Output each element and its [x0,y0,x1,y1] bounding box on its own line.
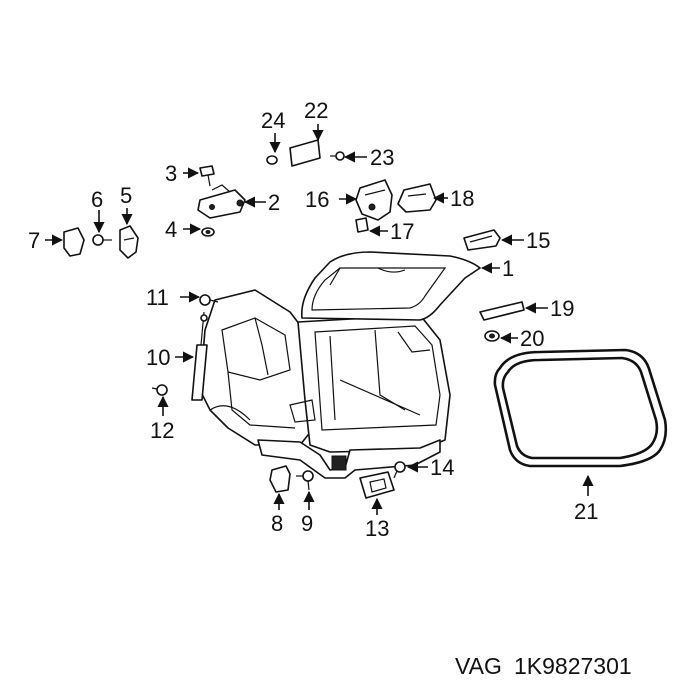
bolt-part-14 [393,461,406,479]
callout-labels: 1 2 3 4 5 6 7 8 9 10 11 12 13 14 15 16 1… [28,98,598,541]
leader-lines [45,124,594,515]
callout-18: 18 [450,186,474,211]
callout-22: 22 [304,98,328,123]
nut-part-20 [484,330,500,342]
callout-5: 5 [120,183,132,208]
bolt-part-6 [92,234,112,246]
footer-part-number: VAG 1K9827301 [455,653,632,679]
bolt-part-17 [355,217,369,233]
nut-part-4 [201,227,215,237]
nut-part-24 [266,155,278,165]
callout-21: 21 [574,499,598,524]
callout-3: 3 [165,161,177,186]
callout-11: 11 [146,285,169,310]
brand-label: VAG [455,653,502,679]
callout-23: 23 [370,145,394,170]
vehicle-rear-body [199,289,451,479]
bolt-part-23 [330,151,345,161]
part-number-label: 1K9827301 [514,653,632,679]
plate-part-22 [289,139,321,167]
bracket-part-5 [119,225,139,259]
gas-strut-part-10 [191,311,208,401]
callout-7: 7 [28,228,40,253]
callout-24: 24 [261,108,285,133]
striker-part-13 [359,471,395,499]
bolt-part-9 [296,470,314,491]
callout-8: 8 [271,511,283,536]
callout-1: 1 [502,256,514,281]
hinge-part-2 [197,184,246,219]
callout-4: 4 [165,217,177,242]
callout-16: 16 [305,187,329,212]
callout-12: 12 [150,418,174,443]
emblem-part-19 [479,301,525,321]
callout-20: 20 [520,326,544,351]
handle-part-15 [463,229,501,251]
actuator-part-18 [397,183,437,213]
callout-13: 13 [365,516,389,541]
ball-stud-part-12 [151,384,168,396]
callout-6: 6 [91,187,103,212]
cover-part-8 [269,465,291,493]
latch-part-16 [355,179,393,221]
tailgate-part-1 [300,251,481,321]
callout-2: 2 [268,190,280,215]
callout-9: 9 [301,511,313,536]
callout-19: 19 [550,296,574,321]
bolt-part-3 [199,165,215,187]
callout-10: 10 [146,345,170,370]
weatherstrip-seal-part-21 [493,348,668,468]
callout-14: 14 [430,455,454,480]
callout-15: 15 [526,228,550,253]
callout-17: 17 [390,219,414,244]
bumper-part-7 [63,227,85,257]
